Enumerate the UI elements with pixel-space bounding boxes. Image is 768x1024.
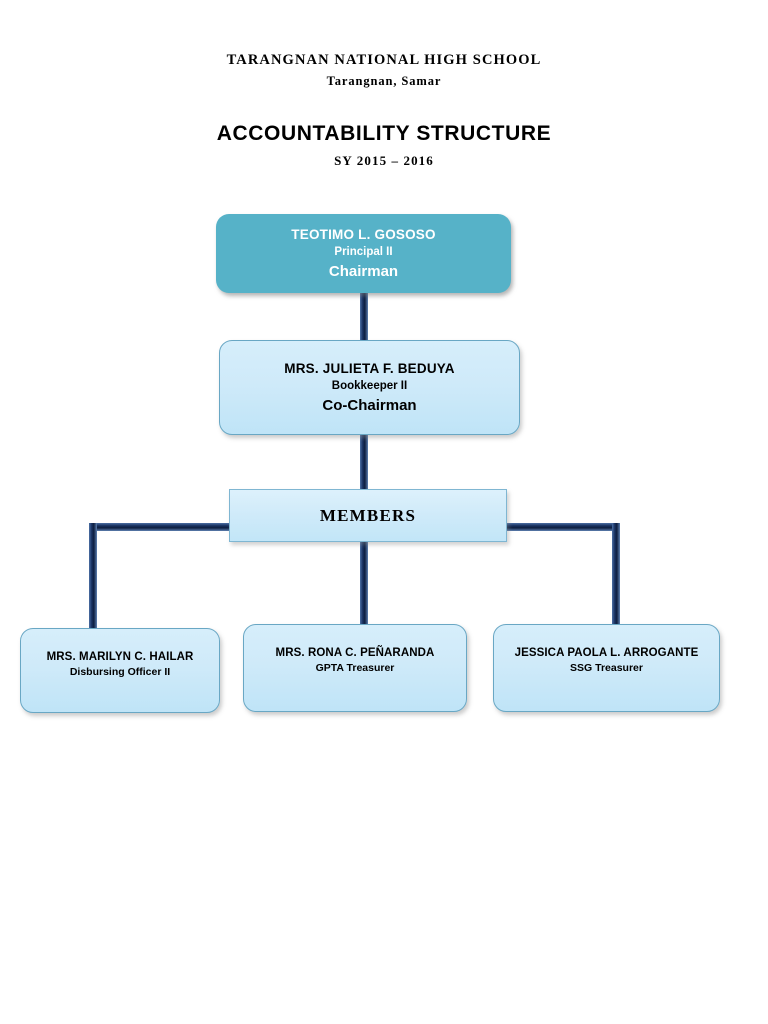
school-location: Tarangnan, Samar	[326, 74, 442, 88]
node-members-label: MEMBERS	[319, 505, 417, 525]
node-member-3-name: JESSICA PAOLA L. ARROGANTE	[514, 647, 699, 659]
node-chairman-name: TEOTIMO L. GOSOSO	[291, 227, 436, 242]
node-member-3-position: SSG Treasurer	[570, 662, 643, 675]
connector-bus-right	[505, 523, 620, 531]
connector-bus-left	[89, 523, 231, 531]
node-member-1[interactable]: MRS. MARILYN C. HAILAR Disbursing Office…	[20, 628, 220, 713]
node-chairman-role: Chairman	[328, 262, 399, 280]
node-member-1-position: Disbursing Officer II	[69, 666, 171, 679]
node-co-chairman-role: Co-Chairman	[322, 396, 417, 414]
node-co-chairman-position: Bookkeeper II	[331, 379, 408, 392]
node-chairman[interactable]: TEOTIMO L. GOSOSO Principal II Chairman	[216, 214, 511, 293]
connector-drop-center	[360, 540, 368, 630]
school-name: TARANGNAN NATIONAL HIGH SCHOOL	[226, 52, 542, 68]
connector-drop-right	[612, 523, 620, 630]
node-co-chairman[interactable]: MRS. JULIETA F. BEDUYA Bookkeeper II Co-…	[219, 340, 520, 435]
connector-chairman-to-cochairman	[360, 290, 368, 342]
connector-drop-left	[89, 523, 97, 630]
document-header: TARANGNAN NATIONAL HIGH SCHOOL Tarangnan…	[0, 0, 768, 169]
node-member-2-position: GPTA Treasurer	[315, 662, 395, 675]
page-title: ACCOUNTABILITY STRUCTURE	[216, 122, 552, 145]
node-member-2-name: MRS. RONA C. PEÑARANDA	[275, 647, 435, 659]
node-co-chairman-name: MRS. JULIETA F. BEDUYA	[284, 361, 455, 376]
node-chairman-position: Principal II	[334, 245, 393, 258]
node-member-2[interactable]: MRS. RONA C. PEÑARANDA GPTA Treasurer	[243, 624, 467, 712]
node-member-3[interactable]: JESSICA PAOLA L. ARROGANTE SSG Treasurer	[493, 624, 720, 712]
node-member-1-name: MRS. MARILYN C. HAILAR	[46, 651, 194, 663]
school-year: SY 2015 – 2016	[334, 153, 434, 168]
node-members-header[interactable]: MEMBERS	[229, 489, 507, 542]
connector-cochairman-to-members	[360, 433, 368, 491]
